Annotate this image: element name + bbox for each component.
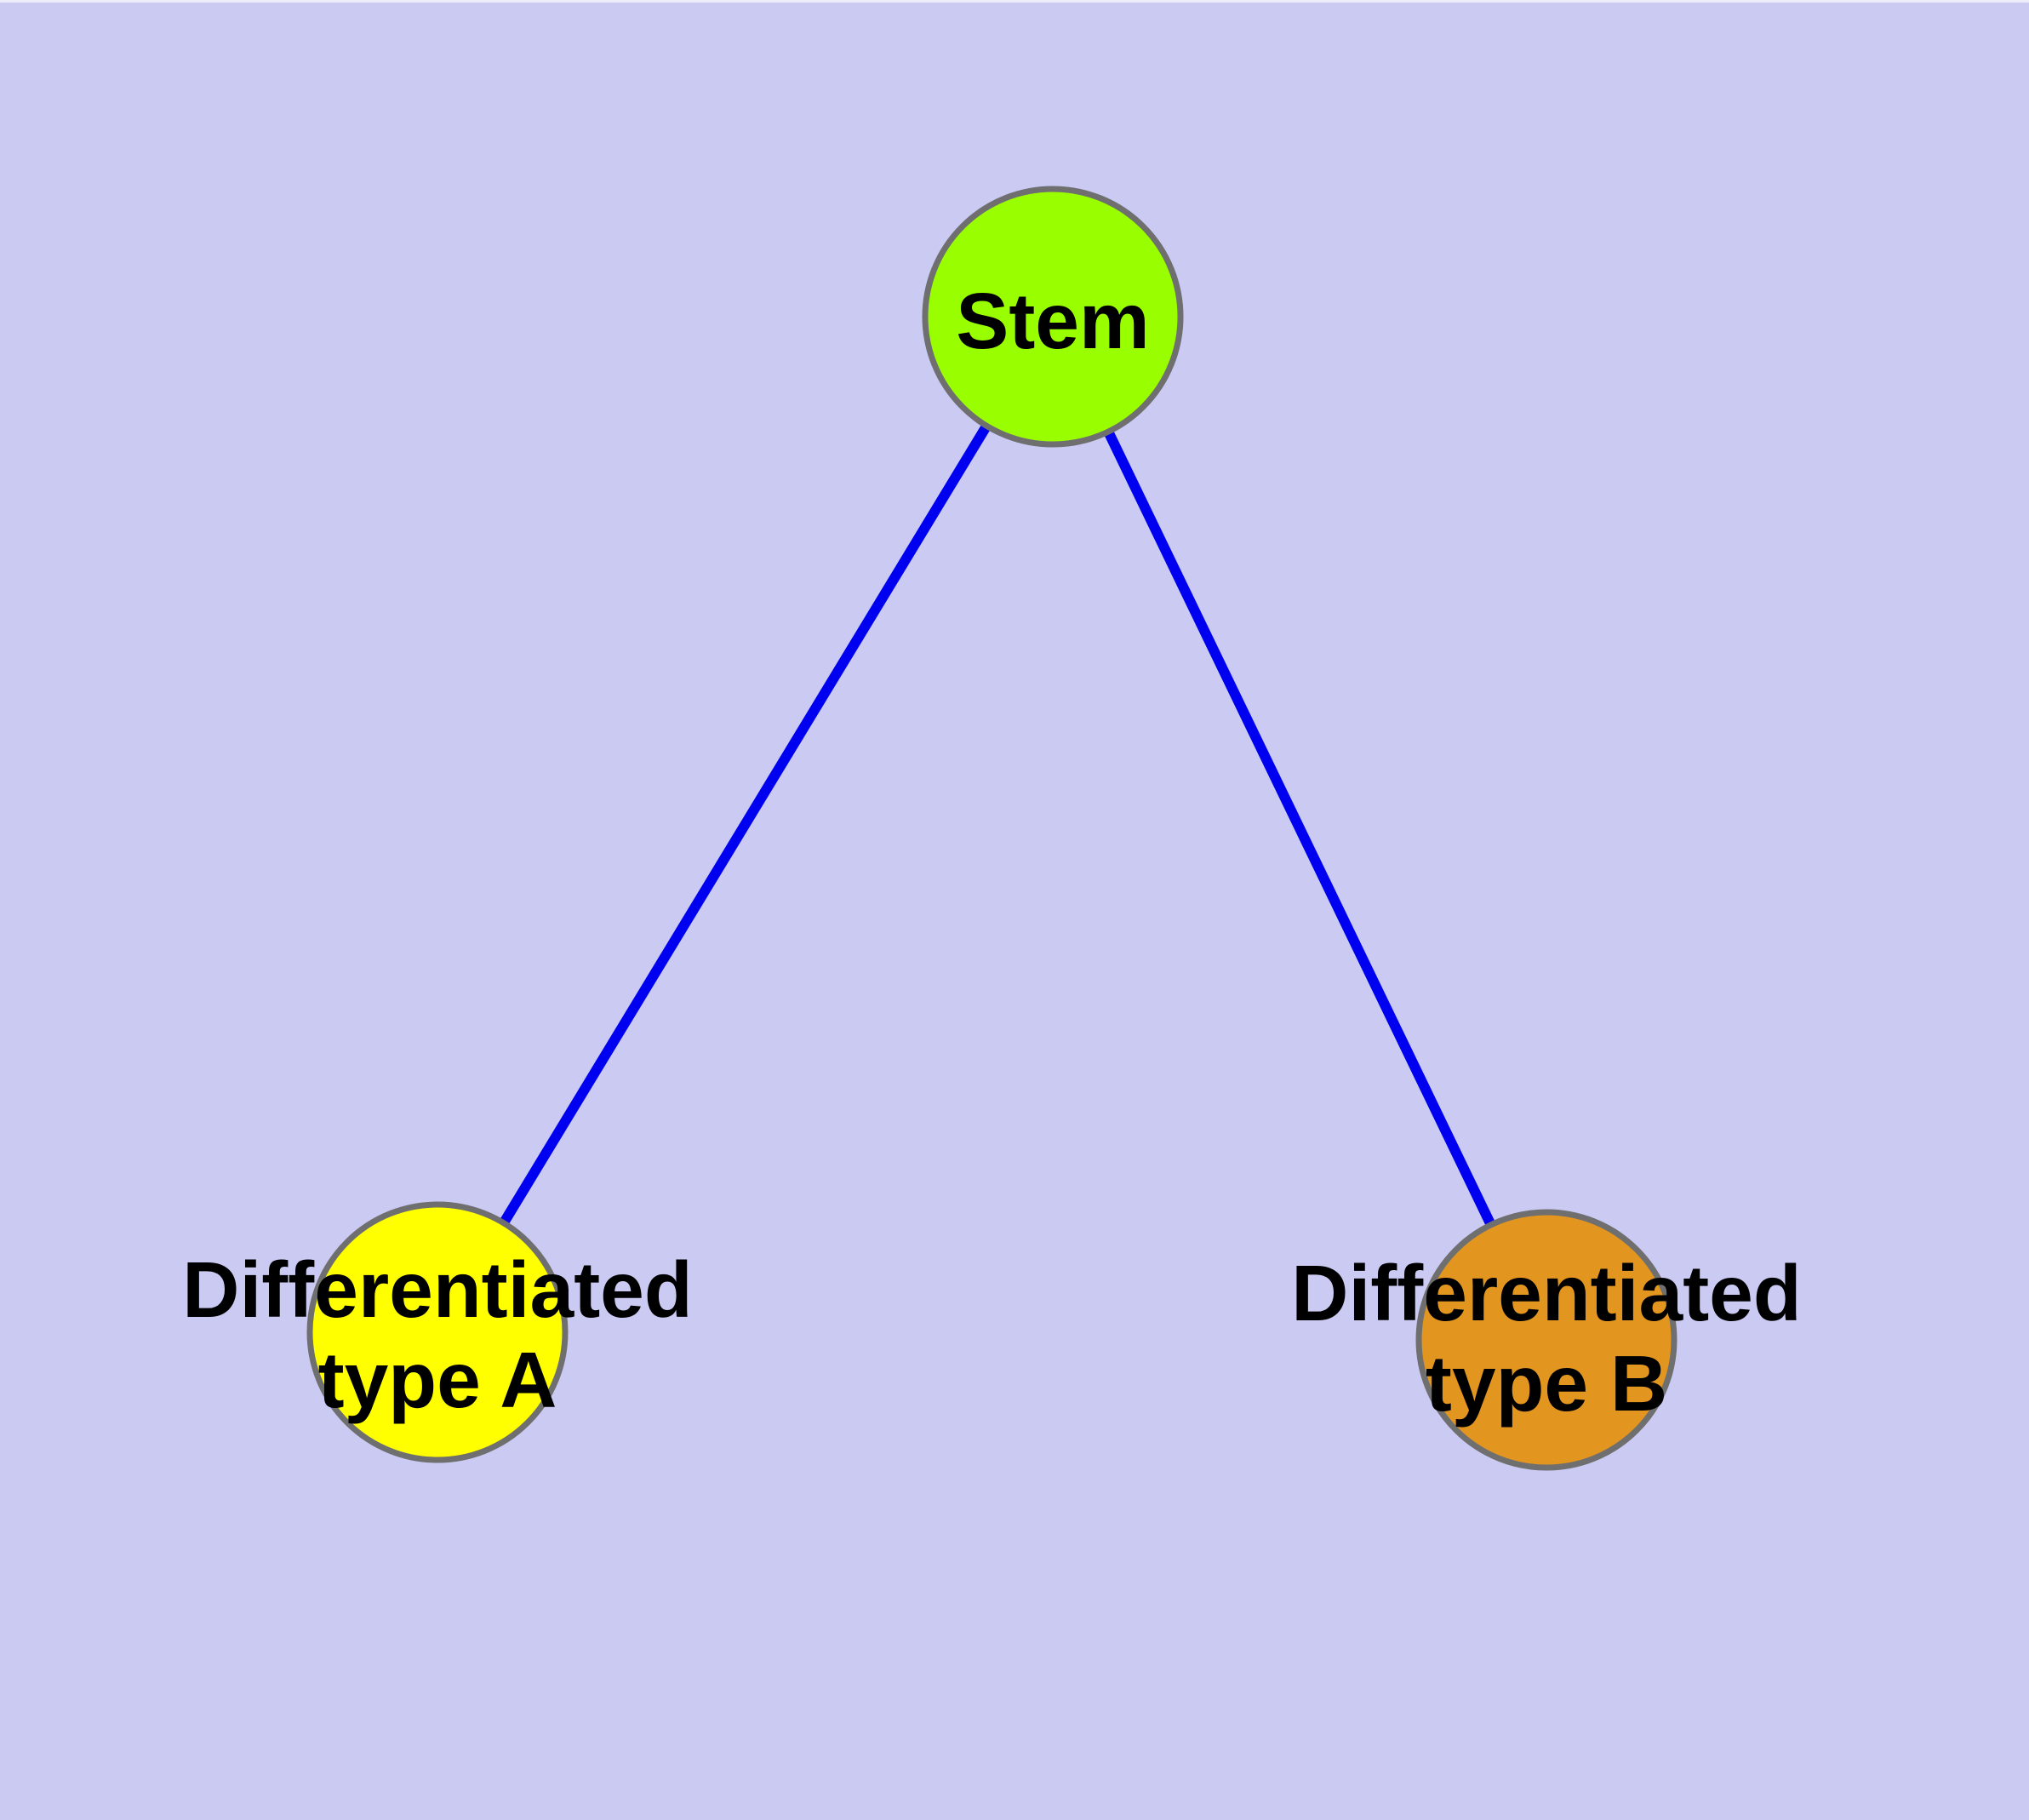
node-label-differentiated-type-b-line1: Differentiated (1291, 1249, 1802, 1337)
node-stem (922, 186, 1184, 448)
node-label-differentiated-type-b-line2: type B (1425, 1339, 1668, 1428)
node-differentiated-type-a (306, 1201, 569, 1463)
edge-stem-to-type-b (1048, 314, 1552, 1342)
node-label-differentiated-type-a: Differentiated type A (182, 1245, 692, 1425)
top-edge-highlight (0, 0, 2029, 3)
node-label-differentiated-type-b: Differentiated type B (1291, 1248, 1801, 1428)
node-differentiated-type-b (1415, 1209, 1677, 1471)
node-label-differentiated-type-a-line1: Differentiated (182, 1245, 693, 1334)
node-label-stem-text: Stem (956, 277, 1150, 365)
node-label-differentiated-type-a-line2: type A (317, 1336, 557, 1424)
node-label-stem: Stem (956, 276, 1149, 366)
edge-stem-to-type-a (432, 313, 1058, 1336)
